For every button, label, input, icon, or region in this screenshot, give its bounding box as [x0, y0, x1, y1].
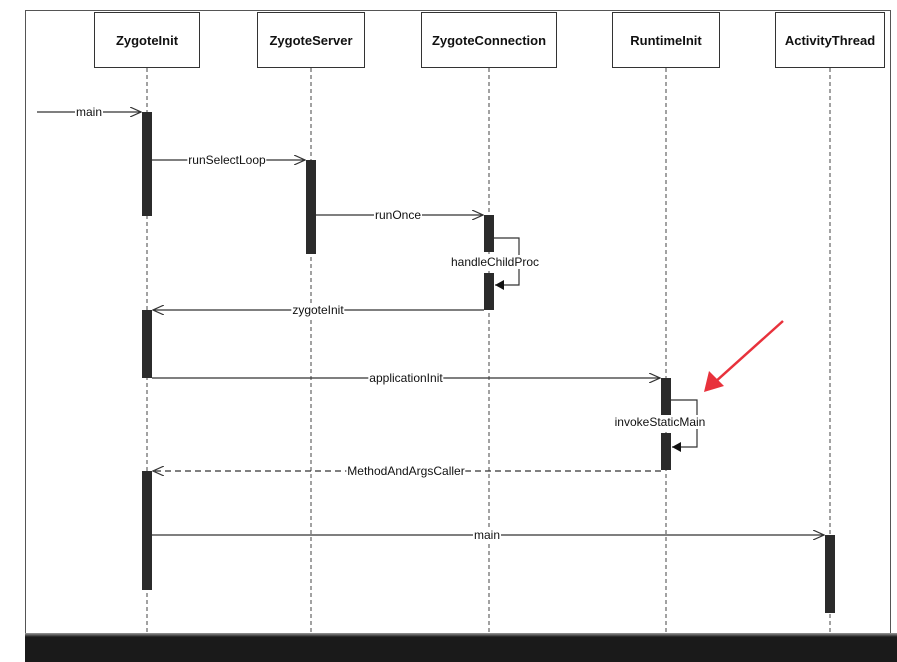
activation-zygote-init-3: [142, 471, 152, 590]
activation-activity-thread-1: [825, 535, 835, 613]
bottom-dark-band: [25, 633, 897, 662]
activation-zygote-init-2: [142, 310, 152, 378]
participant-activity-thread: ActivityThread: [775, 12, 885, 68]
activation-runtime-init-1: [661, 378, 671, 415]
bottom-band-edge: [25, 633, 897, 637]
activation-runtime-init-2: [661, 433, 671, 470]
activation-zygote-connection-2: [484, 273, 494, 310]
label-zygote-init-call: zygoteInit: [291, 303, 345, 317]
label-handle-child-proc: handleChildProc: [449, 255, 541, 269]
label-run-select-loop: runSelectLoop: [187, 153, 267, 167]
label-method-and-args-caller: MethodAndArgsCaller: [346, 464, 466, 478]
highlight-arrow: [704, 320, 784, 392]
participant-runtime-init: RuntimeInit: [612, 12, 720, 68]
participant-zygote-server: ZygoteServer: [257, 12, 365, 68]
participant-zygote-init: ZygoteInit: [94, 12, 200, 68]
label-invoke-static-main: invokeStaticMain: [613, 415, 707, 429]
activation-zygote-server-1: [306, 160, 316, 254]
participant-zygote-connection: ZygoteConnection: [421, 12, 557, 68]
label-run-once: runOnce: [373, 208, 423, 222]
label-application-init: applicationInit: [368, 371, 444, 385]
activation-zygote-connection-1: [484, 215, 494, 252]
activation-zygote-init-1: [142, 112, 152, 216]
label-main-entry: main: [74, 105, 104, 119]
label-main-activity-thread: main: [472, 528, 502, 542]
